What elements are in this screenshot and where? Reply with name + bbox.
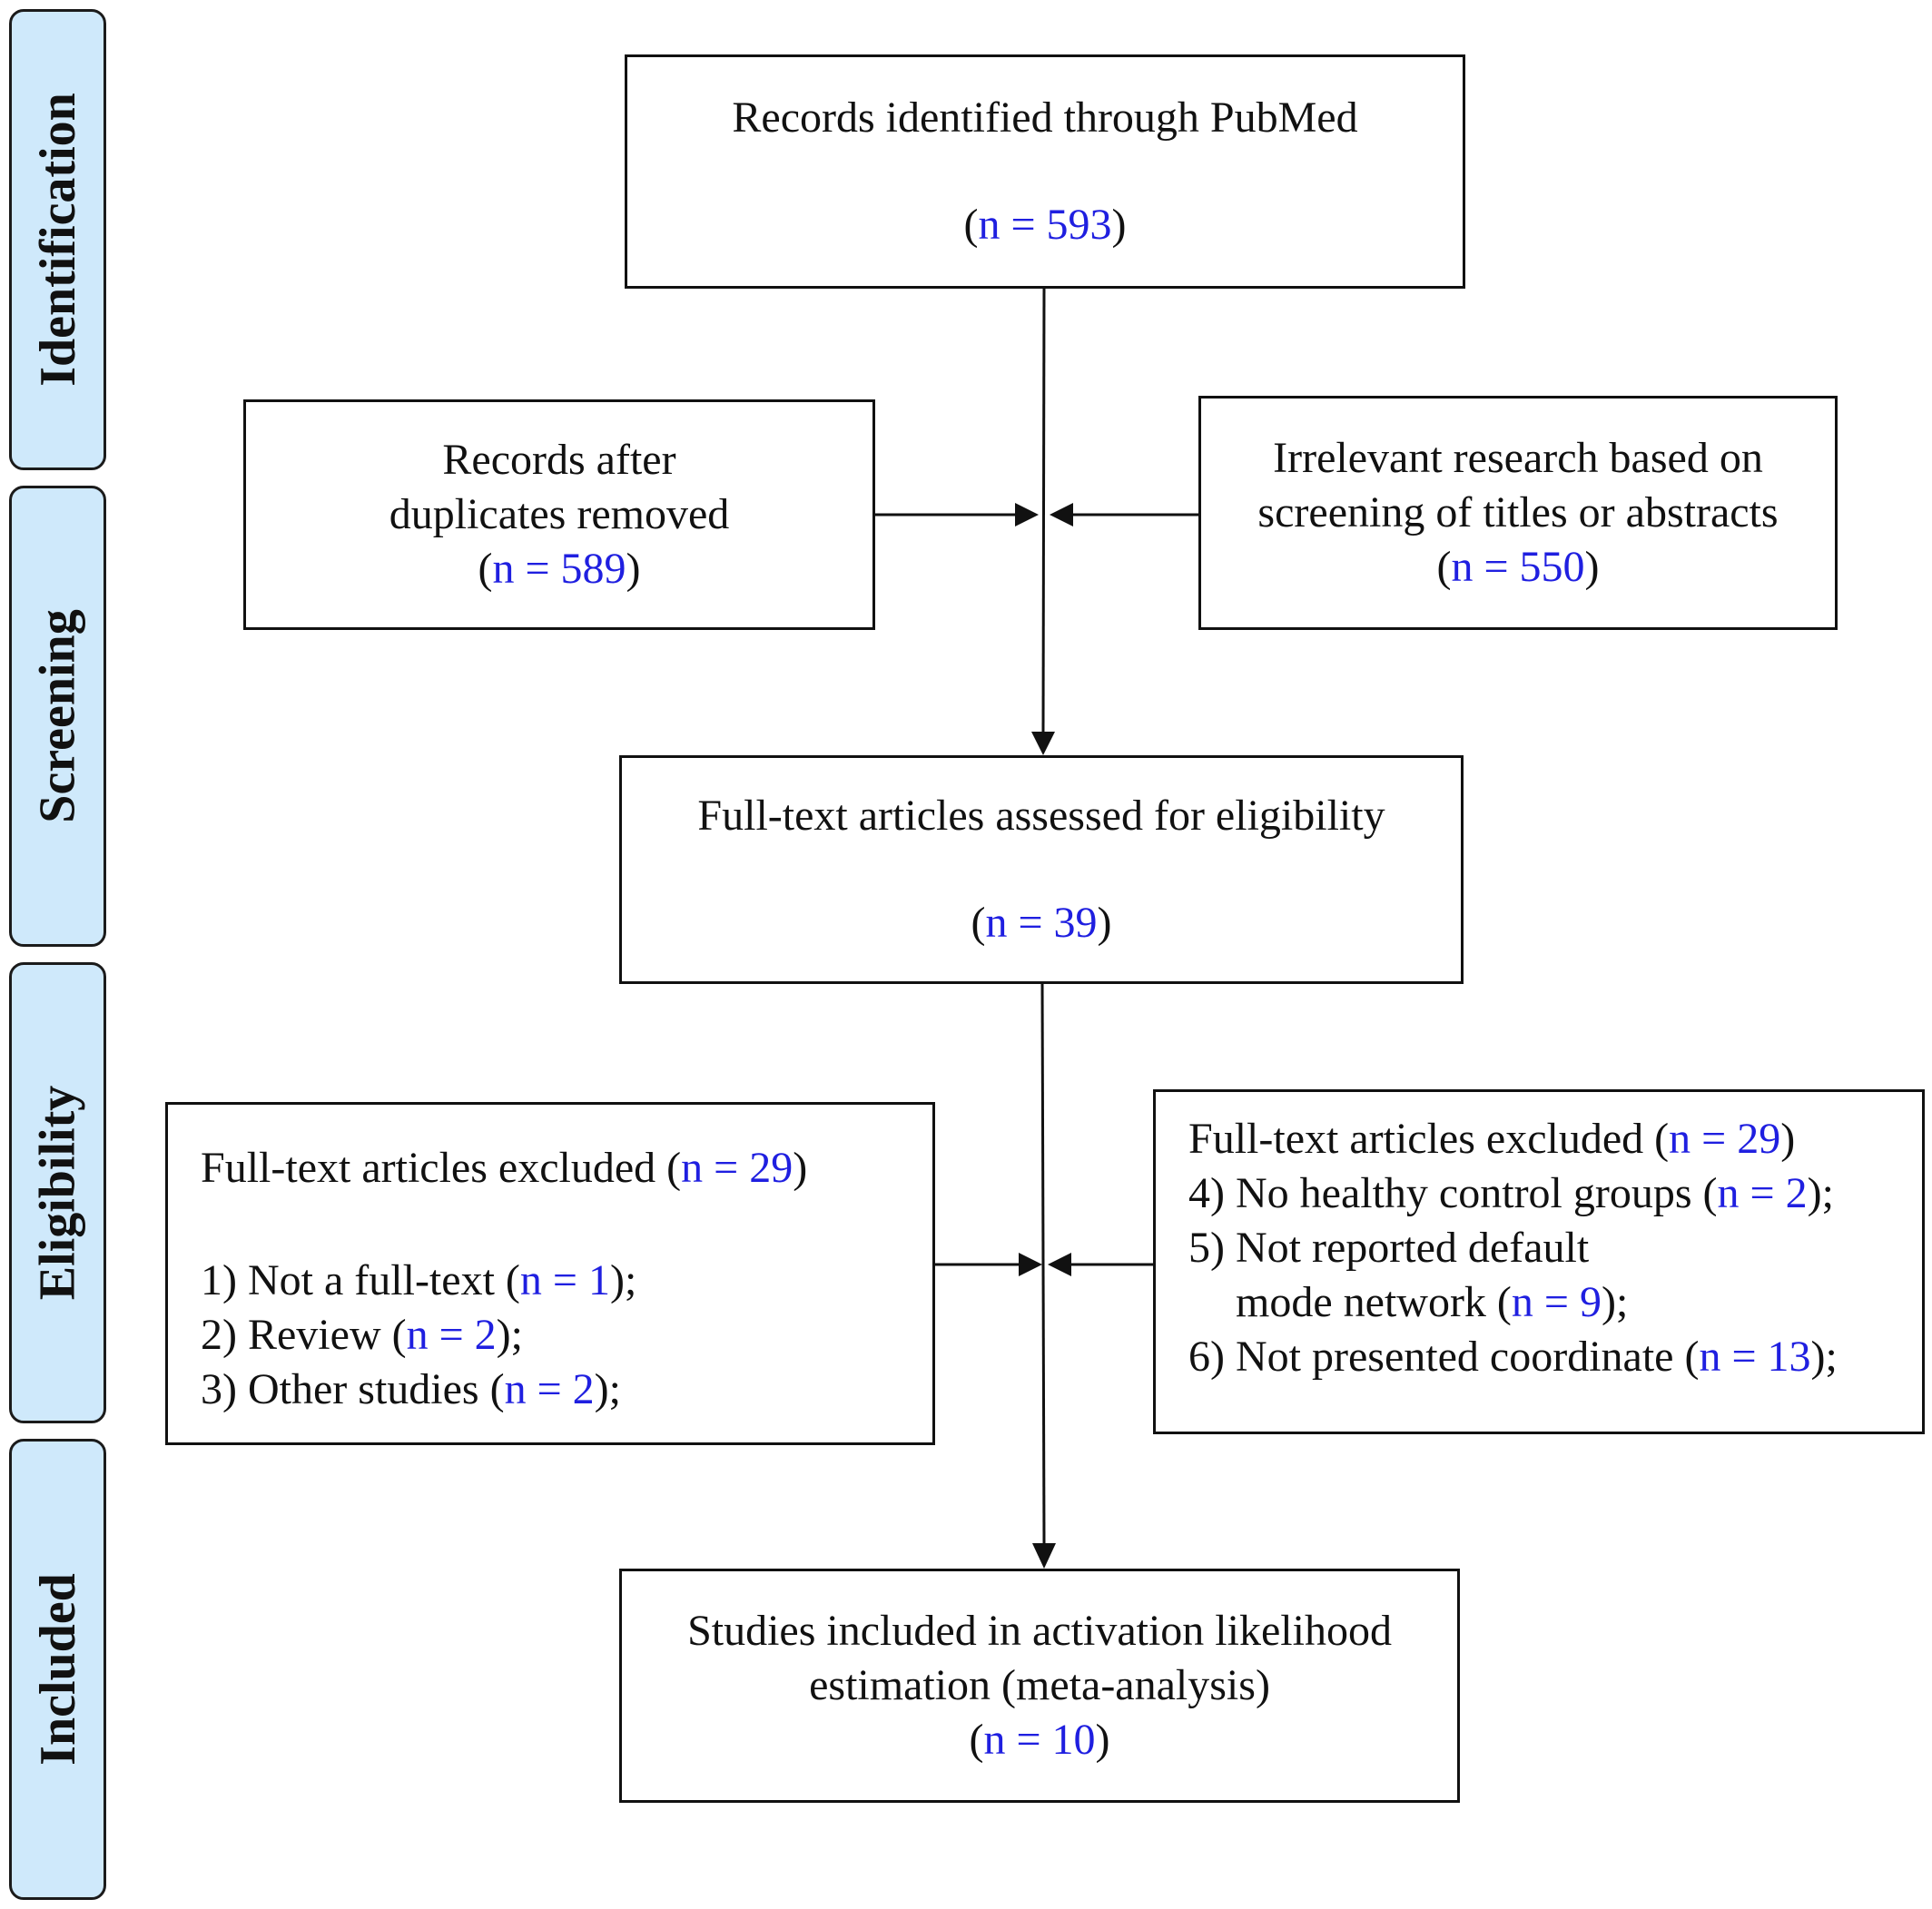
- irrelevant-line2: screening of titles or abstracts: [1257, 488, 1779, 536]
- stage-label-screening: Screening: [9, 486, 106, 947]
- box-studies-included: Studies included in activation likelihoo…: [619, 1569, 1460, 1803]
- arrowhead-from-right-lower: [1048, 1253, 1071, 1276]
- excluded-left-title: Full-text articles excluded (n = 29): [201, 1144, 808, 1192]
- arrowhead-from-left-lower: [1019, 1253, 1042, 1276]
- arrowhead-from-right-upper: [1050, 503, 1073, 526]
- stage-label-included: Included: [9, 1439, 106, 1900]
- connector-assessed-to-included: [1040, 981, 1046, 1544]
- stage-label-eligibility: Eligibility: [9, 962, 106, 1423]
- after-duplicates-line2: duplicates removed: [389, 490, 730, 538]
- records-identified-count: (n = 593): [963, 201, 1127, 249]
- excluded-right-item-5a: 5) Not reported default: [1188, 1224, 1590, 1272]
- arrowhead-to-included: [1032, 1543, 1056, 1569]
- arrowhead-from-left-upper: [1015, 503, 1039, 526]
- box-excluded-left: Full-text articles excluded (n = 29) 1) …: [165, 1102, 935, 1445]
- connector-identified-to-assessed: [1041, 286, 1046, 733]
- included-line1: Studies included in activation likelihoo…: [687, 1607, 1392, 1655]
- irrelevant-count: (n = 550): [1436, 543, 1600, 591]
- irrelevant-line1: Irrelevant research based on: [1273, 434, 1763, 482]
- box-after-duplicates: Records after duplicates removed (n = 58…: [243, 399, 875, 630]
- excluded-left-item-1: 1) Not a full-text (n = 1);: [201, 1256, 637, 1304]
- excluded-right-item-6: 6) Not presented coordinate (n = 13);: [1188, 1333, 1838, 1381]
- included-line2: estimation (meta-analysis): [809, 1661, 1270, 1709]
- after-duplicates-line1: Records after: [442, 436, 676, 484]
- excluded-right-item-4: 4) No healthy control groups (n = 2);: [1188, 1169, 1834, 1217]
- box-excluded-right: Full-text articles excluded (n = 29) 4) …: [1153, 1089, 1925, 1434]
- included-count: (n = 10): [969, 1716, 1110, 1764]
- assessed-label: Full-text articles assessed for eligibil…: [697, 792, 1385, 840]
- excluded-left-item-3: 3) Other studies (n = 2);: [201, 1365, 621, 1413]
- records-identified-label: Records identified through PubMed: [732, 93, 1358, 142]
- excluded-right-item-5b: mode network (n = 9);: [1236, 1278, 1629, 1326]
- excluded-left-item-2: 2) Review (n = 2);: [201, 1311, 523, 1359]
- arrowhead-to-assessed: [1031, 732, 1055, 755]
- box-records-identified: Records identified through PubMed (n = 5…: [625, 54, 1465, 289]
- box-fulltext-assessed: Full-text articles assessed for eligibil…: [619, 755, 1464, 984]
- stage-label-identification: Identification: [9, 9, 106, 470]
- after-duplicates-count: (n = 589): [478, 545, 641, 593]
- excluded-right-title: Full-text articles excluded (n = 29): [1188, 1115, 1796, 1163]
- box-irrelevant-research: Irrelevant research based on screening o…: [1198, 396, 1838, 630]
- assessed-count: (n = 39): [971, 899, 1112, 947]
